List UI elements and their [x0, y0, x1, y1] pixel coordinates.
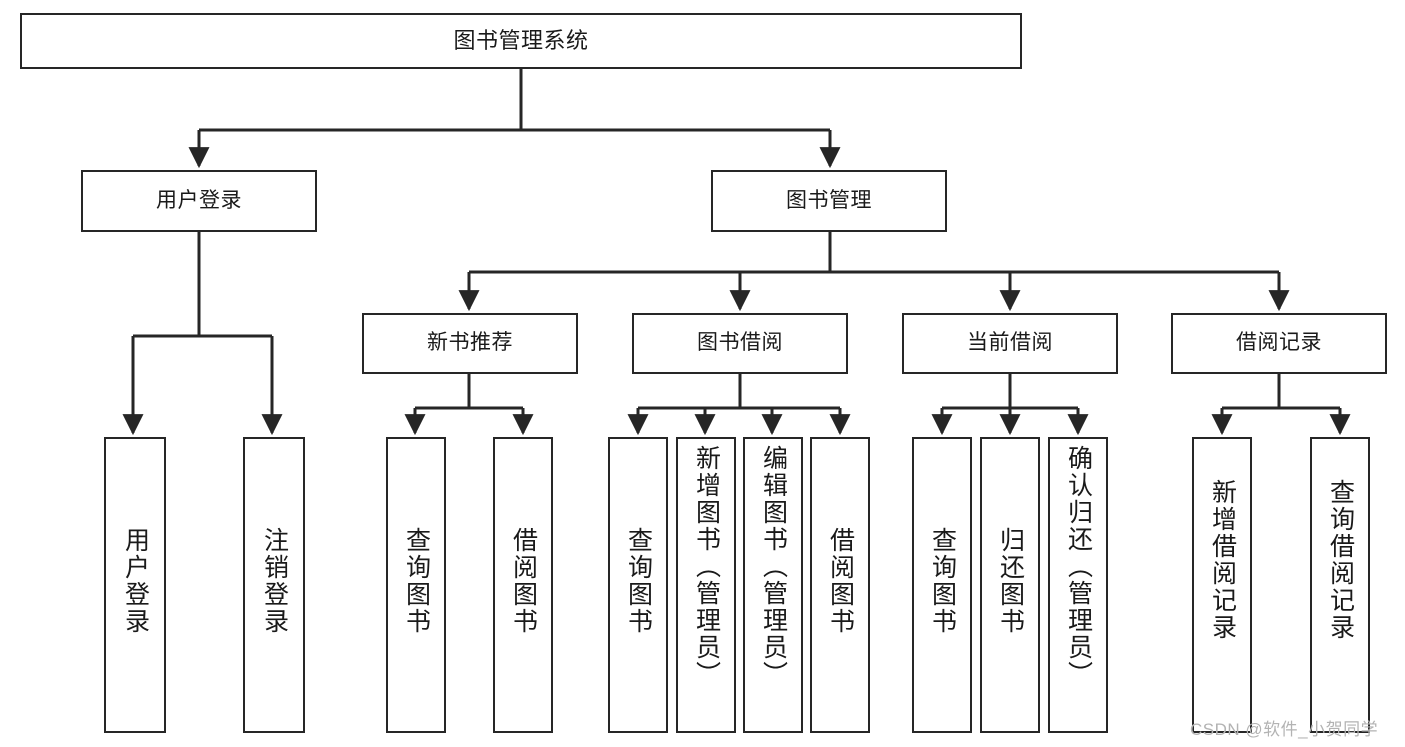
- leaf-book-borrow-3-label: 编辑图书（管理员）: [759, 445, 788, 688]
- leaf-current-borrow-2[interactable]: 归还图书: [980, 437, 1040, 733]
- leaf-book-borrow-4[interactable]: 借阅图书: [810, 437, 870, 733]
- node-book-borrow-label: 图书借阅: [697, 331, 783, 355]
- leaf-new-book-2-label: 借阅图书: [509, 527, 538, 635]
- node-user-login[interactable]: 用户登录: [81, 170, 317, 232]
- leaf-book-borrow-3[interactable]: 编辑图书（管理员）: [743, 437, 803, 733]
- node-root[interactable]: 图书管理系统: [20, 13, 1022, 69]
- leaf-borrow-record-2-label: 查询借阅记录: [1326, 479, 1355, 641]
- node-root-label: 图书管理系统: [453, 28, 589, 54]
- csdn-watermark: CSDN @软件_小贺同学: [1190, 720, 1379, 739]
- leaf-new-book-2[interactable]: 借阅图书: [493, 437, 553, 733]
- leaf-user-login-1[interactable]: 用户登录: [104, 437, 166, 733]
- leaf-user-login-2[interactable]: 注销登录: [243, 437, 305, 733]
- leaf-book-borrow-2[interactable]: 新增图书（管理员）: [676, 437, 736, 733]
- leaf-user-login-2-label: 注销登录: [260, 527, 289, 635]
- node-user-login-label: 用户登录: [156, 188, 242, 212]
- leaf-current-borrow-3-label: 确认归还（管理员）: [1064, 445, 1093, 688]
- node-new-book-recommend-label: 新书推荐: [427, 331, 513, 355]
- node-book-manage[interactable]: 图书管理: [711, 170, 947, 232]
- node-book-borrow[interactable]: 图书借阅: [632, 313, 848, 374]
- leaf-new-book-1-label: 查询图书: [402, 527, 431, 635]
- leaf-book-borrow-2-label: 新增图书（管理员）: [692, 445, 721, 688]
- leaf-borrow-record-1[interactable]: 新增借阅记录: [1192, 437, 1252, 733]
- leaf-current-borrow-1-label: 查询图书: [928, 527, 957, 635]
- leaf-new-book-1[interactable]: 查询图书: [386, 437, 446, 733]
- leaf-current-borrow-1[interactable]: 查询图书: [912, 437, 972, 733]
- node-borrow-record[interactable]: 借阅记录: [1171, 313, 1387, 374]
- leaf-borrow-record-1-label: 新增借阅记录: [1208, 479, 1237, 641]
- leaf-borrow-record-2[interactable]: 查询借阅记录: [1310, 437, 1370, 733]
- leaf-current-borrow-3[interactable]: 确认归还（管理员）: [1048, 437, 1108, 733]
- node-current-borrow-label: 当前借阅: [967, 331, 1053, 355]
- leaf-user-login-1-label: 用户登录: [121, 527, 150, 635]
- leaf-book-borrow-1-label: 查询图书: [624, 527, 653, 635]
- leaf-book-borrow-4-label: 借阅图书: [826, 527, 855, 635]
- node-book-manage-label: 图书管理: [786, 188, 872, 212]
- leaf-current-borrow-2-label: 归还图书: [996, 527, 1025, 635]
- leaf-book-borrow-1[interactable]: 查询图书: [608, 437, 668, 733]
- node-borrow-record-label: 借阅记录: [1236, 331, 1322, 355]
- node-current-borrow[interactable]: 当前借阅: [902, 313, 1118, 374]
- node-new-book-recommend[interactable]: 新书推荐: [362, 313, 578, 374]
